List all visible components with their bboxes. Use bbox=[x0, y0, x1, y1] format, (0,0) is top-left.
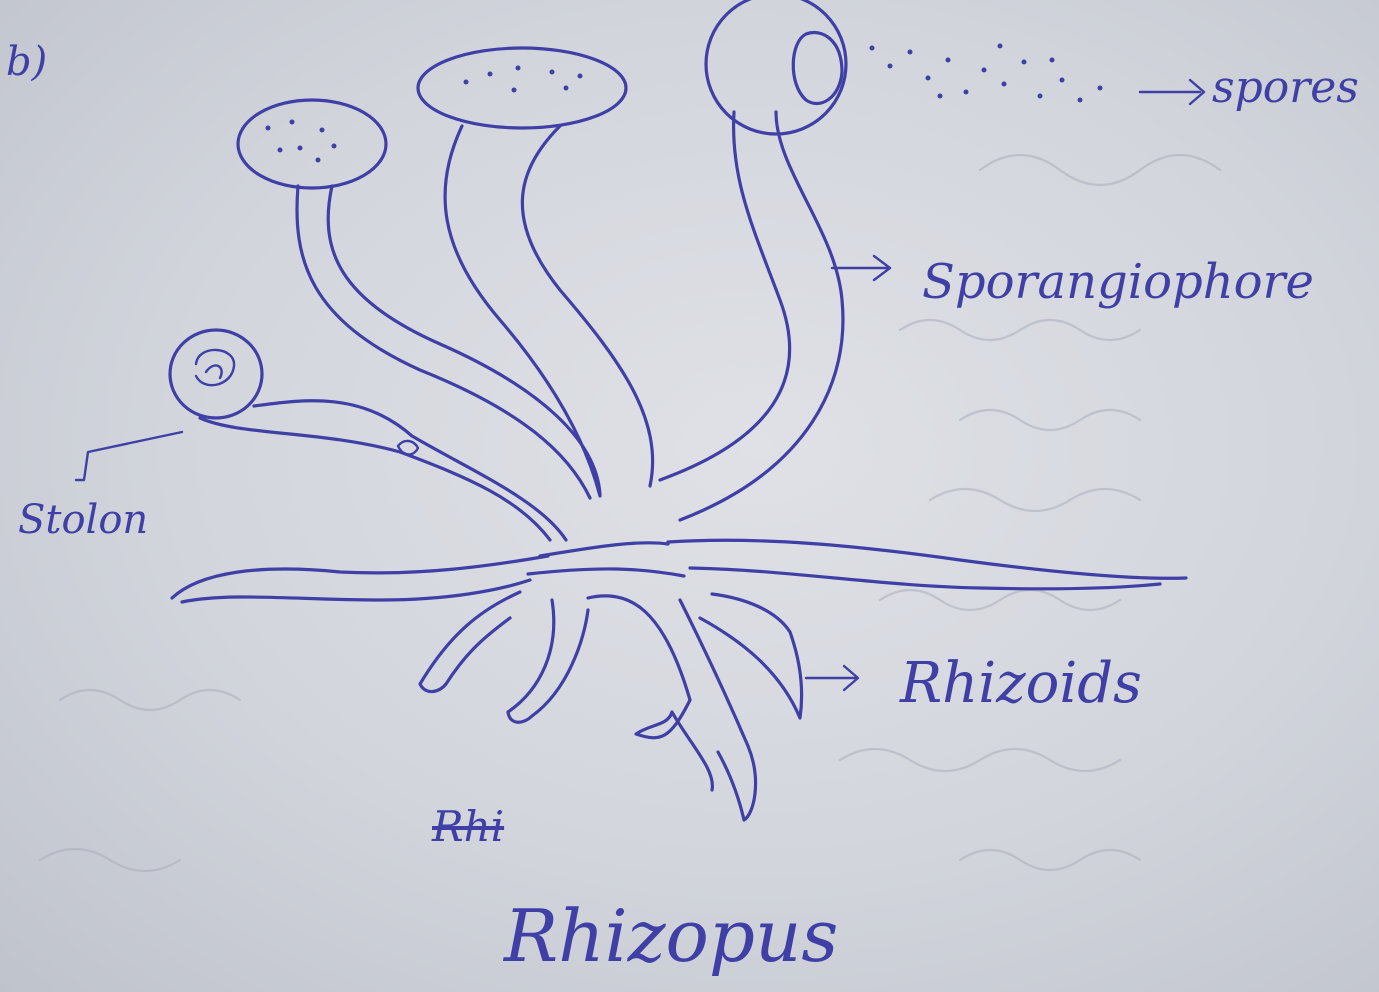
rhizoid-3-branches bbox=[636, 700, 712, 790]
stolon-pointer bbox=[76, 432, 182, 480]
junction-top bbox=[540, 543, 668, 556]
right-stolon-lower bbox=[690, 568, 1160, 589]
diagram-title: Rhizopus bbox=[504, 900, 838, 972]
sporangiophore-2-right-wall bbox=[522, 126, 652, 486]
sporangium-2 bbox=[418, 48, 626, 128]
spores-label: spores bbox=[1212, 66, 1359, 110]
sporangiophore-1-left-wall bbox=[297, 186, 590, 498]
rhizoid-4 bbox=[700, 594, 802, 718]
stolon-label: Stolon bbox=[18, 500, 148, 540]
right-stolon-upper bbox=[668, 540, 1186, 578]
sporangium-2-spores bbox=[464, 66, 583, 93]
junction-bottom bbox=[528, 569, 684, 576]
rhizoid-1 bbox=[420, 592, 520, 692]
rhizoids-label: Rhizoids bbox=[900, 656, 1142, 712]
columella bbox=[793, 33, 842, 104]
sporangium-1 bbox=[238, 100, 386, 188]
young-sporangium-contents bbox=[196, 350, 234, 385]
rhizoid-2 bbox=[508, 600, 588, 722]
sporangiophore-3-right-wall bbox=[680, 112, 843, 520]
spores-arrow bbox=[1140, 80, 1204, 104]
released-spores bbox=[870, 44, 1103, 103]
question-part-label: b) bbox=[6, 42, 47, 82]
sporangiophore-arrow bbox=[832, 256, 890, 280]
rhizoid-3-left bbox=[588, 596, 690, 700]
sporangium-1-spores bbox=[266, 120, 337, 163]
scratched-out-label: Rhi bbox=[432, 806, 504, 848]
left-stolon-lower bbox=[182, 580, 530, 602]
young-stalk-lower bbox=[200, 418, 550, 540]
sporangiophore-label: Sporangiophore bbox=[922, 258, 1314, 306]
rhizoids-arrow bbox=[806, 666, 858, 690]
sporangiophore-3-left-wall bbox=[660, 112, 790, 480]
rhizoid-3-right bbox=[680, 600, 756, 820]
young-sporangium bbox=[170, 330, 262, 418]
